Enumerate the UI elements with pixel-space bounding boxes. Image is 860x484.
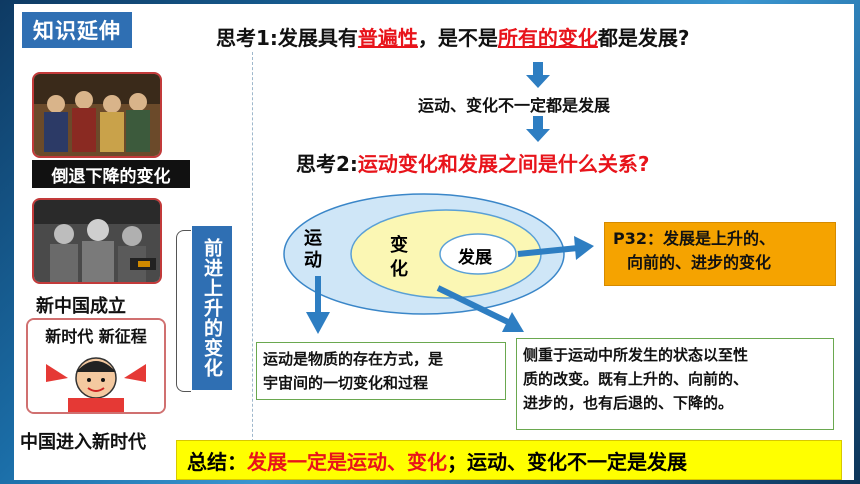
arrow-head-icon (502, 312, 524, 332)
change-line-2: 质的改变。既有上升的、向前的、 (523, 370, 749, 388)
q1-highlight-1: 普遍性 (357, 26, 418, 50)
p32-line-1: P32：发展是上升的、 (613, 229, 775, 248)
photo-founding-ceremony (32, 198, 162, 284)
summary-suffix: ；运动、变化不一定是发展 (447, 449, 687, 474)
label-new-china: 新中国成立 (36, 296, 126, 317)
q1-prefix: 思考1:发展具有 (216, 26, 358, 50)
divider-line (252, 52, 253, 452)
q1-mid: ，是不是 (417, 26, 498, 50)
label-development: 发展 (458, 248, 492, 268)
section-tag: 知识延伸 (22, 12, 132, 48)
label-motion: 运动 (304, 228, 322, 271)
change-line-3: 进步的，也有后退的、下降的。 (523, 394, 734, 412)
change-box: 侧重于运动中所发生的状态以至性 质的改变。既有上升的、向前的、 进步的，也有后退… (516, 338, 834, 430)
bracket (176, 230, 191, 392)
label-change: 变化 (390, 235, 408, 280)
question-2: 思考2:运动变化和发展之间是什么关系? (296, 148, 650, 177)
down-arrow-icon (526, 116, 550, 142)
summary-highlight: 发展一定是运动、变化 (247, 449, 447, 474)
ellipse-development (439, 233, 517, 275)
answer-1: 运动、变化不一定都是发展 (418, 96, 611, 115)
p32-box: P32：发展是上升的、 向前的、进步的变化 (604, 222, 836, 286)
arrow-change-down (436, 285, 510, 325)
motion-line-1: 运动是物质的存在方式，是 (263, 350, 444, 368)
photo-qing-officials (32, 72, 162, 158)
p32-line-2: 向前的、进步的变化 (627, 253, 772, 272)
arrow-head-icon (306, 312, 330, 334)
label-regression: 倒退下降的变化 (32, 160, 190, 188)
question-1: 思考1:发展具有普遍性，是不是所有的变化都是发展? (216, 22, 690, 51)
motion-box: 运动是物质的存在方式，是 宇宙间的一切变化和过程 (256, 342, 506, 400)
q2-prefix: 思考2: (296, 152, 358, 176)
photo-new-era-poster: 新时代 新征程 (26, 318, 166, 414)
vertical-label-progress: 前进上升的变化 (192, 226, 232, 390)
poster-title: 新时代 新征程 (45, 327, 147, 346)
label-new-era: 中国进入新时代 (20, 432, 146, 453)
down-arrow-icon (526, 62, 550, 88)
concept-diagram (283, 193, 594, 334)
summary-bar: 总结：发展一定是运动、变化；运动、变化不一定是发展 (176, 440, 842, 480)
motion-line-2: 宇宙间的一切变化和过程 (263, 374, 429, 392)
q1-suffix: 都是发展? (597, 26, 690, 50)
change-line-1: 侧重于运动中所发生的状态以至性 (523, 346, 749, 364)
q2-highlight: 运动变化和发展之间是什么关系? (357, 152, 650, 176)
arrow-to-p32 (517, 245, 579, 257)
q1-highlight-2: 所有的变化 (497, 26, 598, 50)
arrow-head-icon (574, 236, 594, 260)
summary-prefix: 总结： (187, 449, 247, 474)
